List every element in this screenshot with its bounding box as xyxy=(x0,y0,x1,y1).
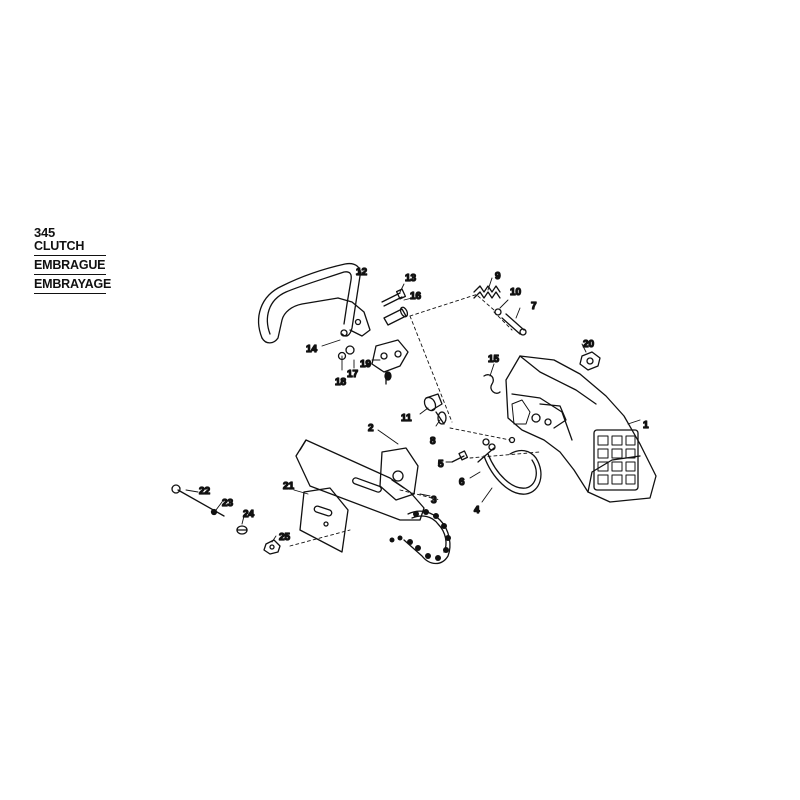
callout-18: 18 xyxy=(335,377,347,388)
callout-12: 12 xyxy=(356,267,368,278)
saw-chain xyxy=(389,509,451,565)
callout-5: 5 xyxy=(438,459,444,470)
bushing-16 xyxy=(383,306,409,326)
washer-14 xyxy=(340,329,348,337)
callout-6: 6 xyxy=(459,477,465,488)
callout-13: 13 xyxy=(405,273,417,284)
callout-labels: 1 2 3 4 5 6 7 8 9 10 11 12 13 14 15 16 1… xyxy=(198,266,649,543)
brake-band-4 xyxy=(483,449,542,495)
callout-20: 20 xyxy=(583,339,595,350)
callout-7: 7 xyxy=(531,301,537,312)
callout-11: 11 xyxy=(401,413,412,424)
washer-10 xyxy=(494,308,502,316)
assembly-lines xyxy=(289,293,541,547)
callout-17: 17 xyxy=(347,369,359,380)
nut-17 xyxy=(345,345,355,355)
pin-hardware xyxy=(354,318,362,326)
spring-9 xyxy=(473,285,501,299)
lever-bracket-19 xyxy=(371,339,409,385)
leader-lines xyxy=(185,271,641,543)
callout-2: 2 xyxy=(368,423,374,434)
screw-6 xyxy=(477,443,496,463)
screw-13 xyxy=(381,288,407,307)
small-washer xyxy=(508,436,516,444)
diagram-title-block: 345 CLUTCH EMBRAGUE EMBRAYAGE xyxy=(34,226,111,294)
callout-8: 8 xyxy=(430,436,436,447)
callout-22: 22 xyxy=(199,486,211,497)
bolt-7 xyxy=(501,313,527,336)
nut-20 xyxy=(579,351,601,371)
callout-4: 4 xyxy=(474,505,480,516)
plate-3 xyxy=(379,447,419,501)
callout-1: 1 xyxy=(643,420,649,431)
diagram-number: 345 xyxy=(34,226,56,237)
title-french: EMBRAYAGE xyxy=(34,275,111,294)
callout-23: 23 xyxy=(222,498,234,509)
spacer-24 xyxy=(236,525,248,535)
guide-bar-2 xyxy=(295,439,425,521)
clip-spring-15 xyxy=(483,374,501,394)
callout-15: 15 xyxy=(488,354,500,365)
collar-11 xyxy=(423,393,443,412)
clutch-cover-1 xyxy=(505,355,657,503)
callout-25: 25 xyxy=(279,532,291,543)
nut-25 xyxy=(263,539,281,555)
pin-8 xyxy=(435,411,447,425)
callout-14: 14 xyxy=(306,344,318,355)
washer-6 xyxy=(482,438,490,446)
callout-9: 9 xyxy=(495,271,501,282)
screw-5 xyxy=(451,450,469,463)
callout-21: 21 xyxy=(283,481,295,492)
title-english: CLUTCH xyxy=(34,237,106,256)
title-spanish: EMBRAGUE xyxy=(34,256,106,275)
callout-3: 3 xyxy=(431,495,437,506)
callout-24: 24 xyxy=(243,509,255,520)
callout-19: 19 xyxy=(360,359,372,370)
bar-plate-21 xyxy=(299,487,349,553)
hand-guard xyxy=(258,262,371,344)
washer-23 xyxy=(210,508,218,516)
callout-16: 16 xyxy=(410,291,422,302)
callout-10: 10 xyxy=(510,287,522,298)
